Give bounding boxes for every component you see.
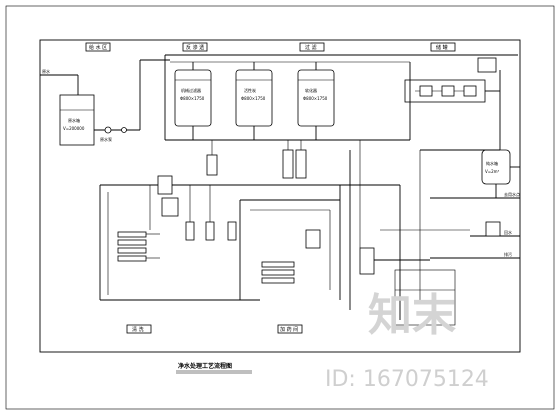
- raw-water-pump-icon: [104, 126, 112, 134]
- outlet-label-2: 回水: [504, 229, 512, 235]
- section-label-bottom-1: 清 洗: [132, 326, 144, 333]
- raw-water-tank: [59, 94, 95, 146]
- left-process-loop: [99, 175, 400, 301]
- diagram-title: 净水处理工艺流程图: [178, 362, 232, 370]
- drawing-frame: [39, 39, 521, 353]
- top-section-labels: 给 水 区 反 渗 透 过 滤 储 罐: [85, 42, 456, 52]
- raw-water-tank-group: 原水 原水箱 V=200000 原水泵: [40, 59, 170, 146]
- outlet-label-3: 排污: [504, 251, 512, 257]
- inlet-label: 原水: [42, 68, 50, 74]
- vessel-3: 软化器 Φ800×1750: [297, 62, 335, 140]
- svg-text:Φ800×1750: Φ800×1750: [241, 96, 266, 101]
- svg-text:机械过滤器: 机械过滤器: [181, 87, 201, 93]
- right-storage-block: [404, 57, 501, 150]
- section-label-top-4: 储 罐: [436, 44, 448, 51]
- svg-text:活性炭: 活性炭: [244, 87, 256, 93]
- watermark-id: ID: 167075124: [325, 367, 489, 392]
- bottom-section-labels: 清 洗 加 药 间: [126, 324, 303, 334]
- section-label-top-3: 过 滤: [305, 44, 317, 51]
- vessel-2: 活性炭 Φ800×1750: [235, 62, 273, 140]
- outlet-label-1: 去用水点: [504, 191, 520, 197]
- svg-text:原水箱: 原水箱: [68, 117, 80, 123]
- svg-text:原水泵: 原水泵: [100, 136, 112, 142]
- dosing-units: [206, 140, 307, 179]
- svg-text:纯水箱: 纯水箱: [486, 160, 498, 166]
- svg-text:Φ800×1750: Φ800×1750: [303, 96, 328, 101]
- drawing-border: [5, 5, 555, 410]
- svg-text:软化器: 软化器: [305, 87, 317, 93]
- section-label-top-1: 给 水 区: [89, 44, 107, 51]
- svg-text:Φ800×1750: Φ800×1750: [180, 96, 205, 101]
- centre-process-loop: [239, 140, 500, 326]
- watermark: 知末 ID: 167075124: [325, 290, 489, 392]
- watermark-logo: 知末: [368, 290, 456, 341]
- section-label-bottom-2: 加 药 间: [280, 326, 298, 333]
- section-label-top-2: 反 渗 透: [186, 44, 204, 51]
- pure-water-tank: 纯水箱 V=2m³ 去用水点 回水 排污: [430, 149, 520, 259]
- title-block: 净水处理工艺流程图: [176, 362, 252, 374]
- header-pipes: [164, 54, 518, 141]
- svg-text:V=2m³: V=2m³: [485, 169, 500, 174]
- vessel-1: 机械过滤器 Φ800×1750: [174, 62, 212, 140]
- svg-text:V=200000: V=200000: [63, 126, 85, 131]
